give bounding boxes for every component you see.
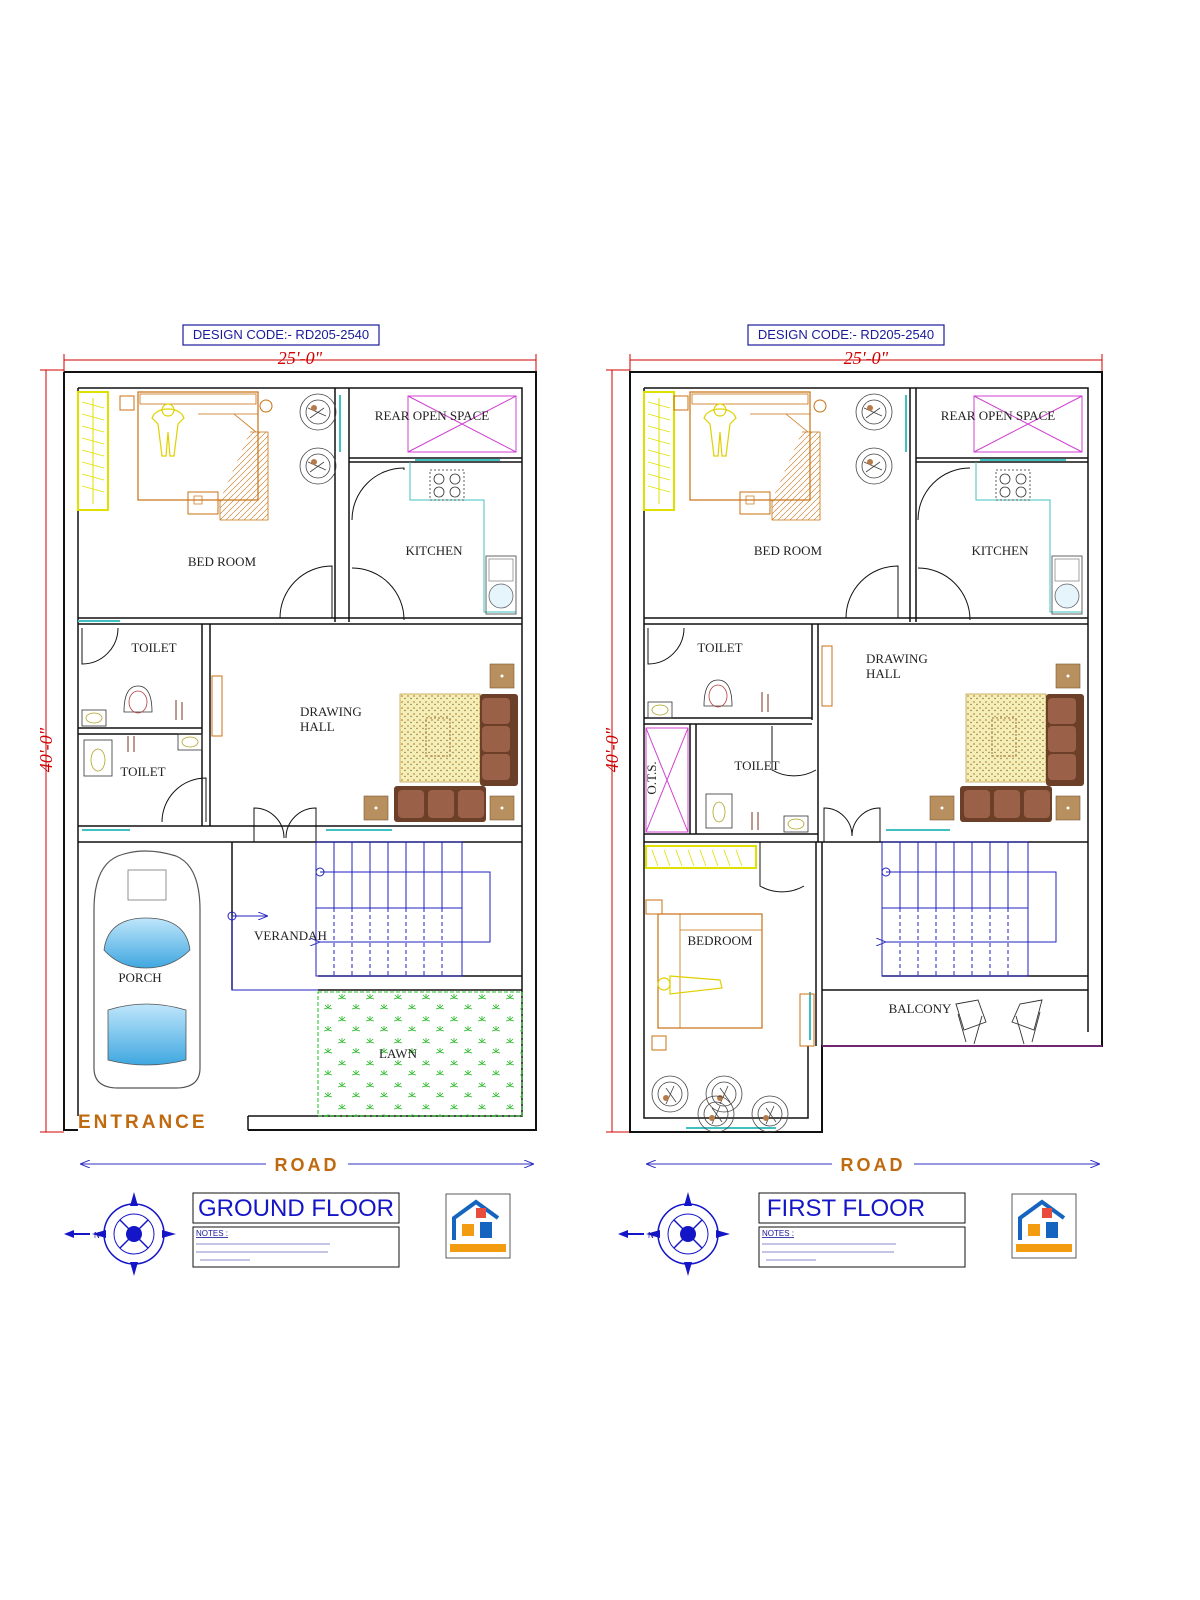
ground-verandah-label: VERANDAH bbox=[254, 928, 327, 943]
first-hall-label: HALL bbox=[866, 666, 901, 681]
ground-kitchen-label: KITCHEN bbox=[405, 543, 463, 558]
ground-hall-label: HALL bbox=[300, 719, 335, 734]
ground-toilet-1-label: TOILET bbox=[131, 640, 176, 655]
first-ots-label: O.T.S. bbox=[644, 761, 659, 794]
first-compass-icon: N bbox=[617, 1191, 731, 1277]
ground-notes-label: NOTES : bbox=[196, 1229, 228, 1238]
lawn-area bbox=[317, 991, 523, 1117]
ground-design-code-box bbox=[182, 324, 380, 346]
ground-rear-open-space-label: REAR OPEN SPACE bbox=[375, 408, 489, 423]
first-notes-label: NOTES : bbox=[762, 1229, 794, 1238]
first-bed-room-label: BED ROOM bbox=[754, 543, 823, 558]
first-floor-title: FIRST FLOOR bbox=[767, 1195, 925, 1222]
ground-compass-icon: N bbox=[63, 1191, 177, 1277]
ground-design-code: DESIGN CODE:- RD205-2540 bbox=[193, 327, 369, 342]
first-bedroom-label: BEDROOM bbox=[687, 933, 752, 948]
first-toilet-1-label: TOILET bbox=[697, 640, 742, 655]
car-icon bbox=[93, 850, 201, 1089]
first-drawing-label: DRAWING bbox=[866, 651, 928, 666]
entrance-label: ENTRANCE bbox=[78, 1112, 208, 1133]
ground-depth-dim: 40'-0" bbox=[36, 727, 56, 772]
first-toilet-2-label: TOILET bbox=[734, 758, 779, 773]
ground-floor-title: GROUND FLOOR bbox=[198, 1195, 394, 1222]
first-rear-open-space-label: REAR OPEN SPACE bbox=[941, 408, 1055, 423]
first-width-dim: 25'-0" bbox=[844, 348, 889, 368]
ground-logo bbox=[444, 1192, 512, 1260]
ground-lawn-label: LAWN bbox=[379, 1046, 418, 1061]
ground-porch-label: PORCH bbox=[118, 970, 161, 985]
ground-bed-room-label: BED ROOM bbox=[188, 554, 257, 569]
svg-text:N: N bbox=[648, 1231, 654, 1240]
svg-text:N: N bbox=[94, 1231, 100, 1240]
ground-toilet-2-label: TOILET bbox=[120, 764, 165, 779]
first-depth-dim: 40'-0" bbox=[602, 727, 622, 772]
ground-drawing-label: DRAWING bbox=[300, 704, 362, 719]
first-design-code: DESIGN CODE:- RD205-2540 bbox=[758, 327, 934, 342]
first-road-label: ROAD bbox=[841, 1155, 906, 1175]
first-balcony-label: BALCONY bbox=[889, 1001, 952, 1016]
ground-width-dim: 25'-0" bbox=[278, 348, 323, 368]
ground-floor-plan: DESIGN CODE:- RD205-2540 25'-0" 40'-0" bbox=[36, 324, 537, 1277]
first-floor-plan: DESIGN CODE:- RD205-2540 25'-0" 40'-0" bbox=[602, 324, 1103, 1277]
ground-road-label: ROAD bbox=[275, 1155, 340, 1175]
first-logo bbox=[1010, 1192, 1078, 1260]
first-kitchen-label: KITCHEN bbox=[971, 543, 1029, 558]
